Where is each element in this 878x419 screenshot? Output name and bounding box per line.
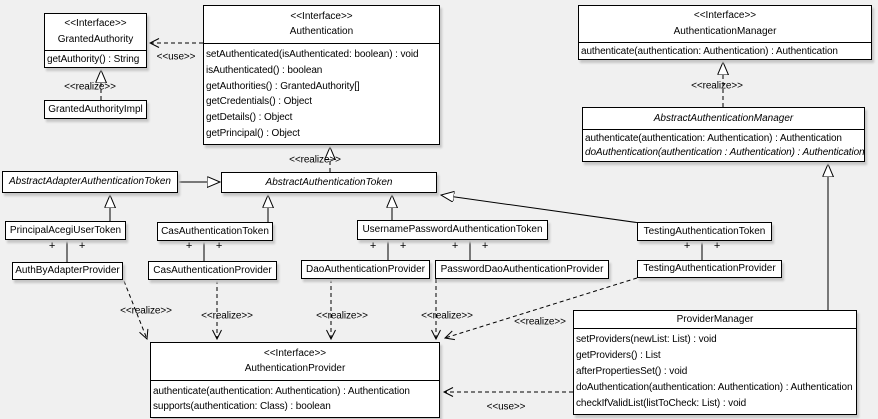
method: getAuthority() : String	[47, 53, 140, 65]
method: getCredentials() : Object	[206, 96, 312, 108]
method: authenticate(authentication: Authenticat…	[581, 45, 838, 57]
realize-label-testingprovider: <<realize>>	[514, 316, 566, 328]
realize-label-passworddaoprovider: <<realize>>	[421, 310, 473, 322]
assoc-plus: +	[399, 240, 407, 252]
use-label-grantedauthority: <<use>>	[156, 51, 196, 63]
realize-label-authenticationmanager: <<realize>>	[691, 80, 743, 92]
class-dao-authentication-provider: DaoAuthenticationProvider	[301, 260, 430, 279]
class-name: CasAuthenticationToken	[161, 225, 269, 237]
class-provider-manager: ProviderManager setProviders(newList: Li…	[573, 310, 857, 415]
class-name: TestingAuthenticationToken	[643, 225, 766, 237]
class-name: AuthenticationProvider	[244, 363, 346, 375]
edge-realize-testingauthenticationprovider	[443, 277, 638, 341]
class-username-password-authentication-token: UsernamePasswordAuthenticationToken	[357, 220, 548, 240]
method: supports(authentication: Class) : boolea…	[153, 401, 331, 413]
method: authenticate(authentication: Authenticat…	[153, 385, 410, 397]
class-name: Authentication	[289, 26, 354, 38]
class-name: AuthByAdapterProvider	[15, 265, 120, 276]
class-name: AuthenticationManager	[673, 25, 777, 37]
class-name: ProviderManager	[676, 313, 754, 325]
assoc-plus: +	[713, 240, 721, 252]
assoc-plus: +	[215, 240, 223, 252]
class-name: AbstractAuthenticationManager	[653, 112, 794, 124]
method: getAuthorities() : GrantedAuthority[]	[206, 80, 360, 92]
class-name: AbstractAdapterAuthenticationToken	[9, 176, 171, 187]
class-name: PasswordDaoAuthenticationProvider	[440, 263, 604, 275]
assoc-plus: +	[48, 240, 56, 252]
class-abstract-authentication-manager: AbstractAuthenticationManager authentica…	[582, 107, 865, 162]
method-abstract: doAuthentication(authentication : Authen…	[585, 147, 865, 158]
method: getPrincipal() : Object	[206, 128, 300, 140]
class-authentication: <<Interface>> Authentication setAuthenti…	[203, 5, 440, 145]
realize-label-daoprovider: <<realize>>	[316, 310, 368, 322]
class-name: PrincipalAcegiUserToken	[9, 224, 122, 236]
edge-realize-authbyadapterprovider	[123, 280, 149, 341]
class-principal-acegi-user-token: PrincipalAcegiUserToken	[5, 221, 126, 240]
realize-label-authbyadapter: <<realize>>	[120, 305, 172, 317]
use-label-providermanager: <<use>>	[486, 401, 526, 413]
method: afterPropertiesSet() : void	[576, 366, 688, 377]
assoc-plus: +	[451, 240, 459, 252]
assoc-plus: +	[185, 240, 193, 252]
class-auth-by-adapter-provider: AuthByAdapterProvider	[12, 262, 123, 280]
method: getDetails() : Object	[206, 112, 293, 124]
realize-label-casprovider: <<realize>>	[201, 310, 253, 322]
class-name: TestingAuthenticationProvider	[643, 263, 776, 274]
class-cas-authentication-provider: CasAuthenticationProvider	[148, 261, 277, 280]
class-testing-authentication-token: TestingAuthenticationToken	[637, 222, 772, 241]
method: getProviders() : List	[576, 350, 661, 361]
class-granted-authority: <<Interface>> GrantedAuthority getAuthor…	[44, 13, 147, 68]
stereotype-label: <<Interface>>	[290, 10, 353, 22]
class-authentication-manager: <<Interface>> AuthenticationManager auth…	[578, 5, 872, 60]
stereotype-label: <<Interface>>	[693, 10, 757, 22]
class-name: GrantedAuthority	[57, 33, 134, 45]
assoc-plus: +	[78, 240, 86, 252]
method: isAuthenticated() : boolean	[206, 64, 323, 76]
class-name: GrantedAuthorityImpl	[48, 103, 143, 115]
method: checkIfValidList(listToCheck: List) : vo…	[576, 398, 747, 409]
class-abstract-authentication-token: AbstractAuthenticationToken	[221, 172, 437, 193]
method: setProviders(newList: List) : void	[576, 334, 717, 345]
assoc-plus: +	[481, 240, 489, 252]
class-name: UsernamePasswordAuthenticationToken	[362, 224, 543, 235]
method: authenticate(authentication: Authenticat…	[585, 133, 842, 144]
class-testing-authentication-provider: TestingAuthenticationProvider	[637, 260, 782, 278]
assoc-plus: +	[683, 240, 691, 252]
class-name: CasAuthenticationProvider	[153, 264, 272, 276]
assoc-plus: +	[369, 240, 377, 252]
class-name: DaoAuthenticationProvider	[306, 263, 425, 275]
class-name: AbstractAuthenticationToken	[265, 176, 393, 188]
method: setAuthenticated(isAuthenticated: boolea…	[206, 48, 419, 60]
class-abstract-adapter-authentication-token: AbstractAdapterAuthenticationToken	[2, 171, 178, 193]
class-authentication-provider: <<Interface>> AuthenticationProvider aut…	[150, 342, 440, 418]
class-password-dao-authentication-provider: PasswordDaoAuthenticationProvider	[435, 260, 609, 279]
stereotype-label: <<Interface>>	[64, 18, 127, 30]
edge-gen-testingauthenticationtoken	[441, 195, 641, 224]
realize-label-grantedauthority: <<realize>>	[64, 81, 116, 93]
realize-label-authentication: <<realize>>	[289, 154, 341, 166]
class-cas-authentication-token: CasAuthenticationToken	[157, 222, 273, 241]
class-granted-authority-impl: GrantedAuthorityImpl	[44, 100, 147, 119]
method: doAuthentication(authentication: Authent…	[576, 382, 853, 393]
stereotype-label: <<Interface>>	[263, 347, 327, 359]
